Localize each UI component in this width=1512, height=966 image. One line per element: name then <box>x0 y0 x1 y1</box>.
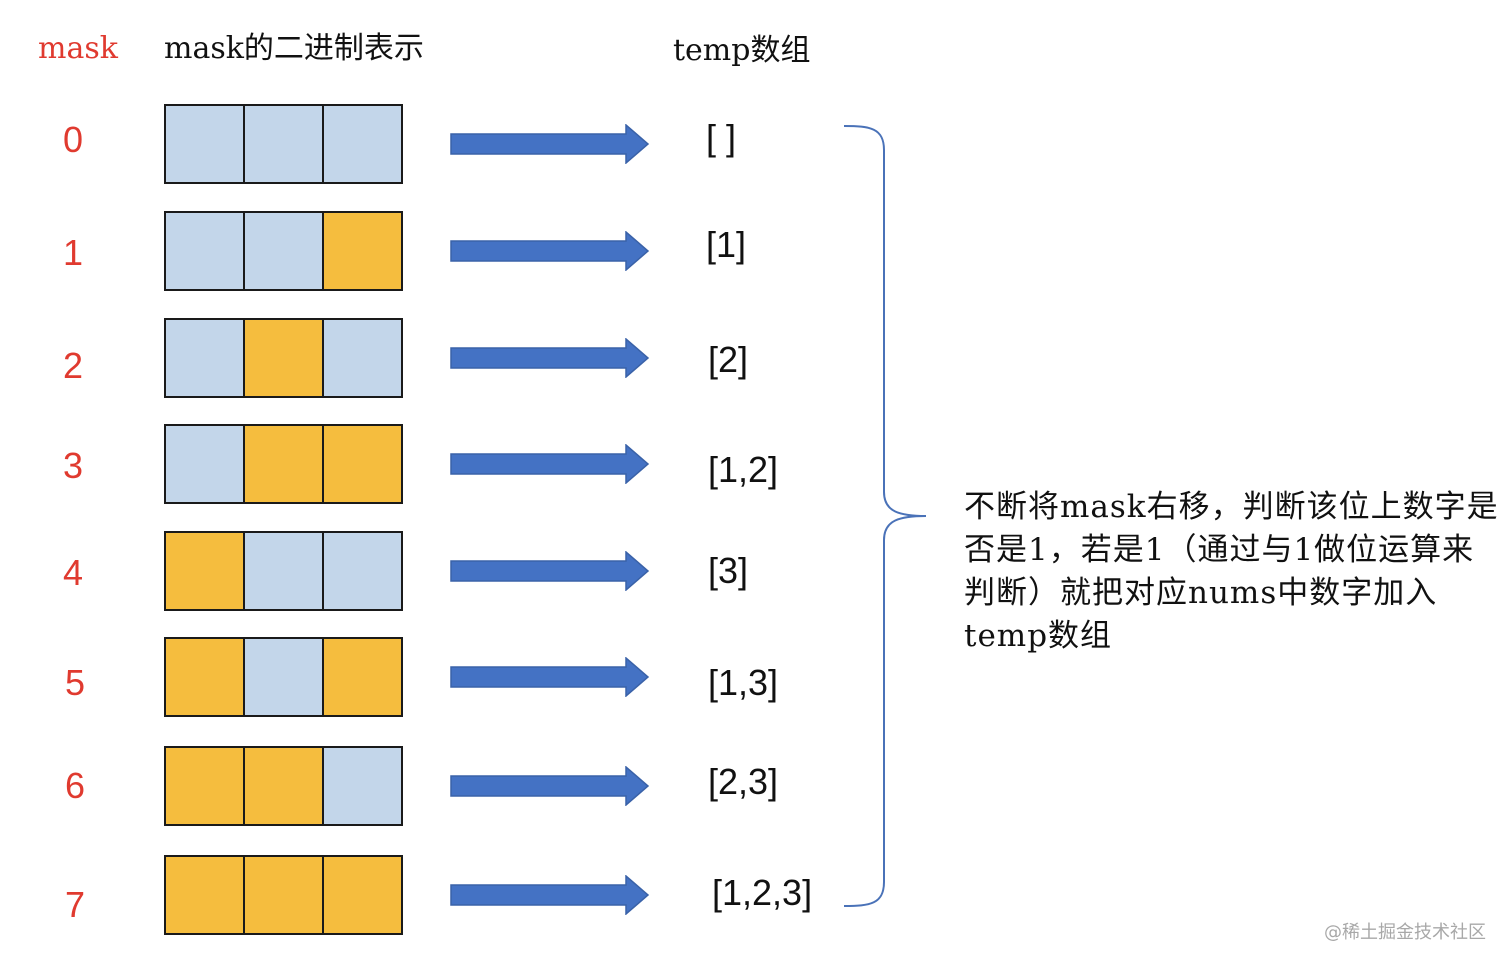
temp-column-header: temp数组 <box>673 33 811 68</box>
bit-cell-one <box>166 533 245 609</box>
bit-cell-one <box>245 748 324 824</box>
right-arrow-icon <box>450 338 650 378</box>
right-arrow-icon <box>450 124 650 164</box>
mask-row: 3 [1,2] <box>0 424 900 504</box>
bit-cell-one <box>166 748 245 824</box>
bit-cell-one <box>324 213 401 289</box>
bit-cell-zero <box>166 213 245 289</box>
binary-cells <box>164 746 403 826</box>
mask-value: 4 <box>62 552 84 593</box>
explanation-note: 不断将mask右移，判断该位上数字是否是1，若是1（通过与1做位运算来判断）就把… <box>964 489 1499 654</box>
right-arrow-icon <box>450 766 650 806</box>
binary-cells <box>164 211 403 291</box>
bit-cell-zero <box>324 320 401 396</box>
mask-value: 2 <box>62 345 84 386</box>
bit-cell-one <box>245 426 324 502</box>
temp-array-value: [1,2,3] <box>712 872 813 913</box>
binary-cells <box>164 424 403 504</box>
temp-array-value: [2,3] <box>708 761 779 802</box>
bit-cell-zero <box>324 748 401 824</box>
mask-row: 2 [2] <box>0 318 900 398</box>
bit-cell-one <box>324 426 401 502</box>
bit-cell-zero <box>166 426 245 502</box>
bit-cell-one <box>166 639 245 715</box>
bit-cell-one <box>245 320 324 396</box>
binary-cells <box>164 318 403 398</box>
temp-array-value: [1,2] <box>708 449 779 490</box>
mask-value: 3 <box>62 445 84 486</box>
right-arrow-icon <box>450 551 650 591</box>
binary-cells <box>164 637 403 717</box>
mask-row: 5 [1,3] <box>0 637 900 717</box>
binary-column-header: mask的二进制表示 <box>164 31 424 66</box>
bit-cell-one <box>324 639 401 715</box>
bit-cell-zero <box>324 533 401 609</box>
temp-array-value: [ ] <box>706 117 737 158</box>
mask-value: 0 <box>62 119 84 160</box>
mask-column-header: mask <box>38 31 118 66</box>
mask-value: 1 <box>62 232 84 273</box>
binary-cells <box>164 531 403 611</box>
bit-cell-zero <box>245 106 324 182</box>
binary-cells <box>164 855 403 935</box>
right-arrow-icon <box>450 231 650 271</box>
temp-array-value: [1] <box>706 224 747 265</box>
curly-brace <box>843 125 927 907</box>
mask-row: 4 [3] <box>0 531 900 611</box>
bit-cell-one <box>324 857 401 933</box>
mask-value: 5 <box>64 662 86 703</box>
bit-cell-zero <box>166 320 245 396</box>
right-arrow-icon <box>450 657 650 697</box>
bit-cell-zero <box>166 106 245 182</box>
mask-row: 1 [1] <box>0 211 900 291</box>
temp-array-value: [3] <box>708 550 749 591</box>
mask-value: 6 <box>64 765 86 806</box>
right-arrow-icon <box>450 444 650 484</box>
mask-row: 6 [2,3] <box>0 746 900 826</box>
temp-array-value: [2] <box>708 339 749 380</box>
bit-cell-zero <box>245 639 324 715</box>
mask-row: 7 [1,2,3] <box>0 855 900 935</box>
bit-cell-zero <box>324 106 401 182</box>
binary-cells <box>164 104 403 184</box>
temp-array-value: [1,3] <box>708 662 779 703</box>
right-arrow-icon <box>450 875 650 915</box>
bit-cell-one <box>166 857 245 933</box>
bit-cell-zero <box>245 213 324 289</box>
mask-row: 0 [ ] <box>0 104 900 184</box>
mask-value: 7 <box>64 884 86 925</box>
bit-cell-zero <box>245 533 324 609</box>
watermark: @稀土掘金技术社区 <box>1324 922 1486 943</box>
bit-cell-one <box>245 857 324 933</box>
